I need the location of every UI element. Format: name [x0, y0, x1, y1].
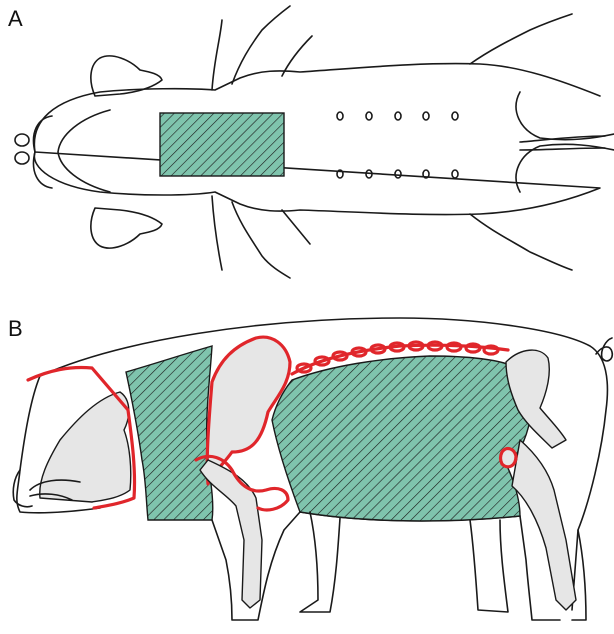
hind-leg-lower — [470, 144, 614, 270]
front-leg-lower — [212, 196, 310, 278]
lateral-view — [13, 318, 612, 620]
tail-lateral — [596, 338, 612, 361]
dorsal-view — [15, 6, 614, 278]
nostril-right — [15, 152, 29, 164]
foreleg-bone — [200, 460, 262, 608]
teat-mark — [452, 112, 458, 120]
ear-right — [91, 208, 162, 248]
hatched-region-dorsal — [160, 113, 284, 176]
teat-mark — [395, 170, 401, 178]
teat-mark — [366, 112, 372, 120]
teat-marks — [337, 112, 458, 178]
teat-mark — [452, 170, 458, 178]
front-leg-upper — [212, 6, 312, 90]
hind-leg-upper — [470, 14, 614, 140]
belly-leg-outline — [300, 512, 508, 612]
teat-mark — [395, 112, 401, 120]
head-inner-curve — [58, 110, 110, 192]
snout-lateral — [13, 470, 32, 507]
teat-mark — [423, 112, 429, 120]
dorsal-body-outline — [34, 64, 600, 215]
hatched-region-neck — [126, 346, 213, 520]
nostril-left — [15, 134, 29, 146]
hatched-region-loin — [272, 356, 530, 521]
stifle-red-mark — [501, 449, 517, 467]
teat-mark — [337, 112, 343, 120]
ear-lateral — [40, 392, 131, 502]
